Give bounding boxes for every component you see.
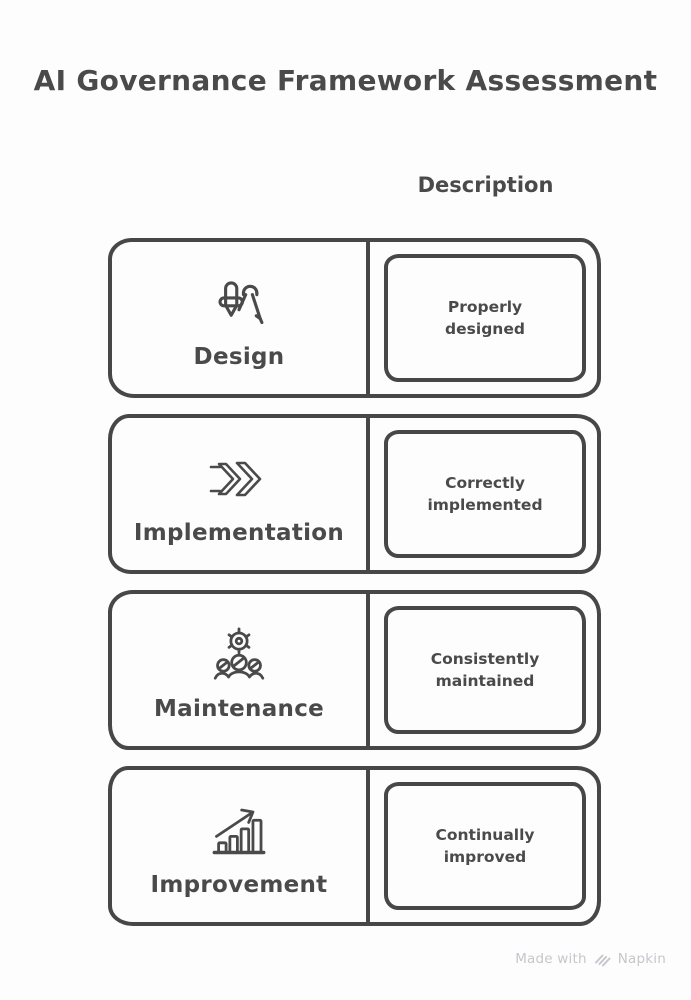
brand-name: Napkin xyxy=(617,951,666,967)
stage-label: Maintenance xyxy=(153,696,325,722)
napkin-logo-icon xyxy=(594,954,611,966)
description-box: Correctly implemented xyxy=(384,430,586,558)
page-title: AI Governance Framework Assessment xyxy=(33,64,658,97)
stage-cell: Maintenance xyxy=(112,594,370,746)
table-row-design: Design Properly designed xyxy=(108,238,601,398)
assessment-table: Design Properly designed Imp xyxy=(108,238,601,942)
gear-team-icon xyxy=(211,623,267,687)
stage-label: Design xyxy=(193,344,285,370)
description-box: Consistently maintained xyxy=(384,606,586,734)
description-box: Properly designed xyxy=(384,254,586,382)
stage-cell: Implementation xyxy=(112,418,370,570)
description-column-header: Description xyxy=(417,173,554,197)
description-cell: Consistently maintained xyxy=(370,594,597,746)
description-text: Correctly implemented xyxy=(427,473,543,514)
description-cell: Correctly implemented xyxy=(370,418,597,570)
description-cell: Continually improved xyxy=(370,770,597,922)
description-text: Consistently maintained xyxy=(430,649,540,690)
description-box: Continually improved xyxy=(384,782,586,910)
table-row-maintenance: Maintenance Consistently maintained xyxy=(108,590,601,750)
stage-label: Improvement xyxy=(150,872,328,898)
design-compass-pencil-icon xyxy=(210,271,268,335)
table-row-improvement: Improvement Continually improved xyxy=(108,766,601,926)
fast-forward-chevrons-icon xyxy=(206,447,272,511)
stage-cell: Improvement xyxy=(112,770,370,922)
description-cell: Properly designed xyxy=(370,242,597,394)
made-with-napkin-credit: Made with Napkin xyxy=(515,951,666,967)
table-row-implementation: Implementation Correctly implemented xyxy=(108,414,601,574)
stage-label: Implementation xyxy=(133,520,345,546)
description-text: Properly designed xyxy=(445,297,525,338)
growth-bar-chart-icon xyxy=(210,799,268,863)
made-with-label: Made with xyxy=(515,951,587,967)
stage-cell: Design xyxy=(112,242,370,394)
description-text: Continually improved xyxy=(435,825,535,866)
